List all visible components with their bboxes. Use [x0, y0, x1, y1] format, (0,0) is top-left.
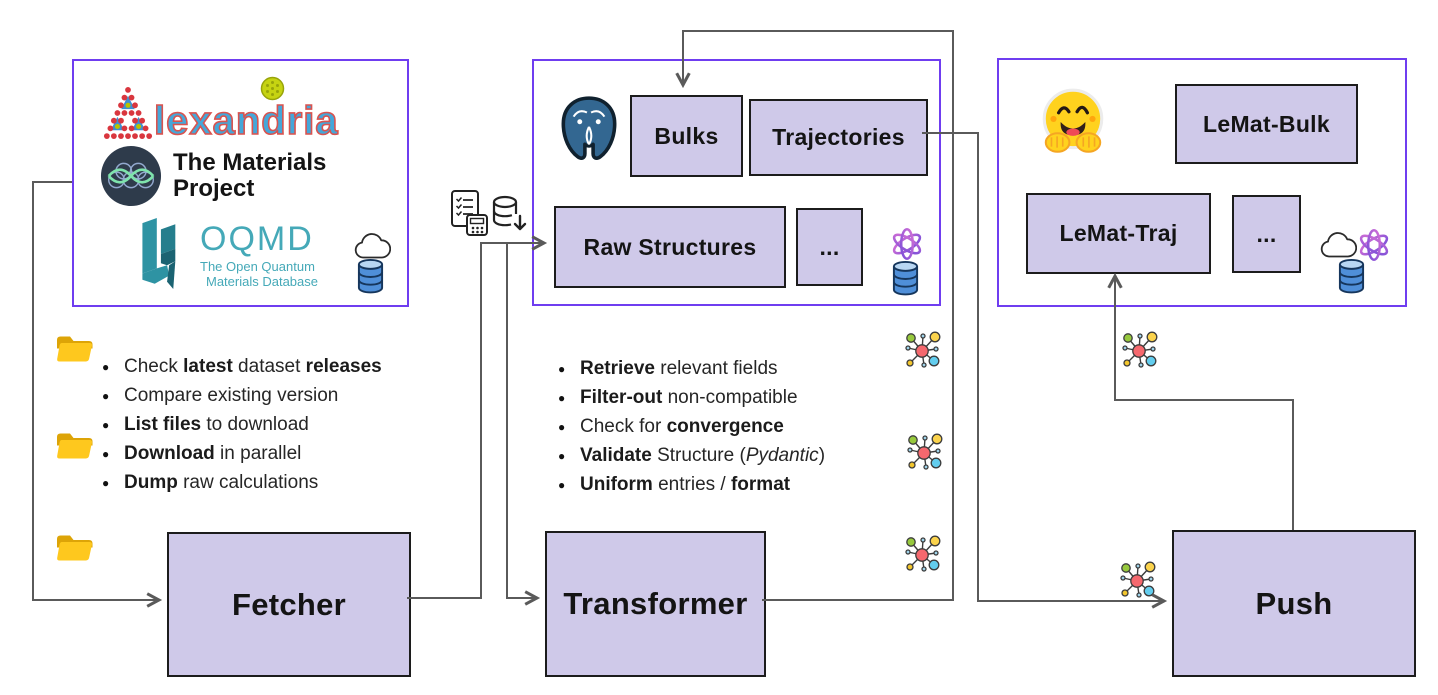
molecule-icon: [1118, 560, 1158, 600]
hf-dataset-lemat-bulk: LeMat-Bulk: [1175, 84, 1358, 164]
push-node: Push: [1172, 530, 1416, 677]
database-icon: [356, 258, 385, 295]
bullet-item: Filter-out non-compatible: [558, 383, 928, 413]
oqmd-subtitle-line1: The Open Quantum: [200, 259, 315, 274]
alexandria-logo: [103, 85, 153, 141]
bullet-item: Validate Structure (Pydantic): [558, 441, 928, 471]
documents-calculator-icon: [450, 189, 490, 237]
huggingface-panel: LeMat-Bulk LeMat-Traj ...: [997, 58, 1407, 307]
push-label: Push: [1255, 585, 1333, 621]
bullet-item: Uniform entries / format: [558, 470, 928, 500]
oqmd-subtitle-line2: Materials Database: [206, 274, 318, 290]
bullet-item: List files to download: [102, 410, 432, 440]
folder-icon: [54, 531, 94, 565]
alexandria-wordmark: lexandria: [153, 99, 339, 143]
bullet-item: Dump raw calculations: [102, 468, 432, 498]
db-table-bulks: Bulks: [630, 95, 743, 177]
bullet-item: Check latest dataset releases: [102, 352, 432, 382]
database-icon: [1337, 258, 1366, 295]
transformer-node: Transformer: [545, 531, 766, 677]
transformer-bullet-list: Retrieve relevant fieldsFilter-out non-c…: [558, 354, 928, 500]
bullet-item: Download in parallel: [102, 439, 432, 469]
db-table-trajectories-label: Trajectories: [772, 124, 905, 150]
molecule-icon: [1120, 330, 1160, 370]
fetcher-bullet-list: Check latest dataset releasesCompare exi…: [102, 352, 432, 498]
connector-push-to-lemat-traj: [1107, 272, 1294, 530]
bullet-item: Compare existing version: [102, 381, 432, 411]
folder-icon: [54, 429, 94, 463]
db-table-trajectories: Trajectories: [749, 99, 928, 176]
hf-dataset-more: ...: [1232, 195, 1301, 273]
folder-icon: [54, 332, 94, 366]
database-panel: Bulks Trajectories Raw Structures ...: [532, 59, 941, 306]
oqmd-wordmark: OQMD The Open Quantum Materials Database: [200, 222, 318, 290]
materials-project-wordmark: The Materials Project: [173, 150, 326, 202]
oqmd-acronym: OQMD: [200, 220, 314, 258]
fetcher-label: Fetcher: [231, 586, 347, 622]
cloud-icon: [1319, 232, 1357, 259]
fullerene-icon: [260, 76, 285, 101]
hf-dataset-lemat-traj-label: LeMat-Traj: [1059, 220, 1178, 246]
materials-project-line2: Project: [173, 174, 255, 202]
atom-icon: [1355, 225, 1393, 265]
oqmd-subtitle: The Open Quantum Materials Database: [200, 259, 318, 290]
cloud-icon: [353, 233, 391, 260]
fetcher-node: Fetcher: [167, 532, 411, 677]
molecule-icon: [905, 432, 945, 472]
db-table-raw-structures-label: Raw Structures: [583, 233, 757, 260]
database-download-icon: [491, 194, 528, 238]
db-table-more: ...: [796, 208, 863, 286]
hf-dataset-lemat-traj: LeMat-Traj: [1026, 193, 1211, 274]
hf-dataset-lemat-bulk-label: LeMat-Bulk: [1203, 110, 1330, 137]
materials-project-logo: [100, 145, 162, 207]
db-table-more-label: ...: [819, 233, 840, 260]
sources-panel: lexandria: [72, 59, 409, 307]
database-icon: [891, 260, 920, 297]
molecule-icon: [903, 330, 943, 370]
bullet-item: Check for convergence: [558, 412, 928, 442]
oqmd-logo: [134, 217, 194, 291]
db-table-bulks-label: Bulks: [654, 122, 719, 149]
bullet-item: Retrieve relevant fields: [558, 354, 928, 384]
atom-icon: [888, 224, 926, 264]
hf-dataset-more-label: ...: [1256, 220, 1277, 247]
molecule-icon: [903, 534, 943, 574]
huggingface-logo: [1034, 84, 1112, 162]
transformer-label: Transformer: [563, 586, 748, 621]
postgresql-logo: [552, 93, 626, 169]
db-table-raw-structures: Raw Structures: [554, 206, 786, 288]
materials-project-line1: The Materials: [173, 149, 327, 176]
